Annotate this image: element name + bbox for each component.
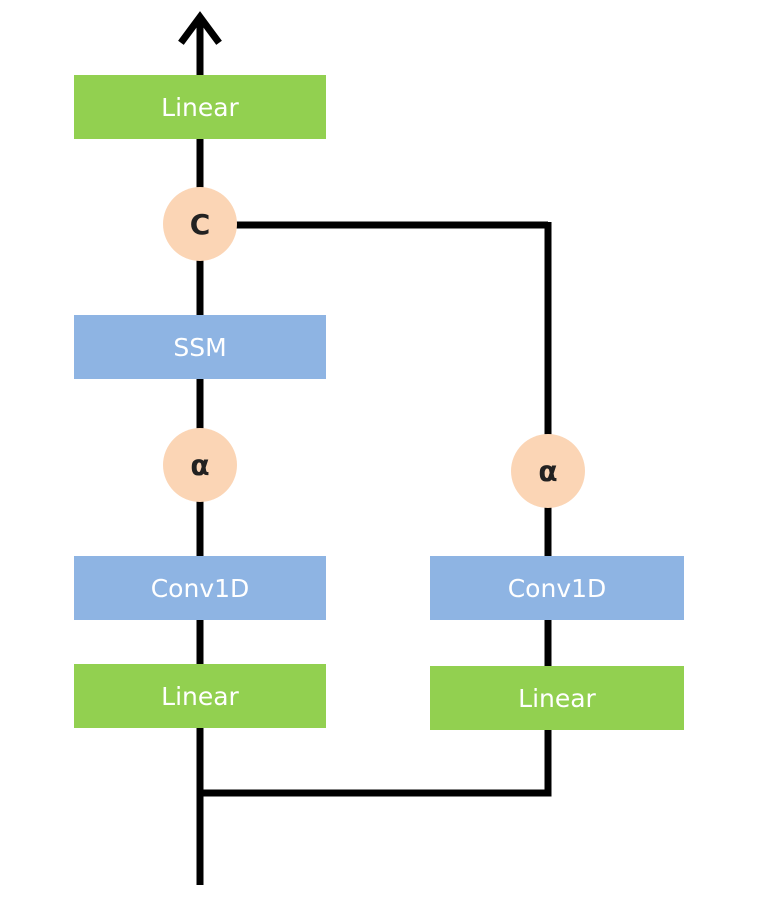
- right-conv1d-label: Conv1D: [507, 573, 607, 603]
- right-alpha-operator: α: [511, 434, 585, 508]
- left-linear-block: Linear: [74, 664, 326, 728]
- top-linear-label: Linear: [161, 92, 239, 122]
- right-conv1d-block: Conv1D: [430, 556, 684, 620]
- right-linear-block: Linear: [430, 666, 684, 730]
- top-linear-block: Linear: [74, 75, 326, 139]
- concat-operator-label: C: [189, 207, 211, 241]
- right-alpha-label: α: [538, 454, 558, 488]
- ssm-block: SSM: [74, 315, 326, 379]
- left-alpha-operator: α: [163, 428, 237, 502]
- left-conv1d-label: Conv1D: [150, 573, 250, 603]
- output-arrowhead: [178, 11, 222, 45]
- left-linear-label: Linear: [161, 681, 239, 711]
- branch-split-line: [200, 729, 552, 797]
- right-linear-label: Linear: [518, 683, 596, 713]
- ssm-label: SSM: [173, 332, 227, 362]
- left-conv1d-block: Conv1D: [74, 556, 326, 620]
- concat-operator: C: [163, 187, 237, 261]
- left-alpha-label: α: [190, 448, 210, 482]
